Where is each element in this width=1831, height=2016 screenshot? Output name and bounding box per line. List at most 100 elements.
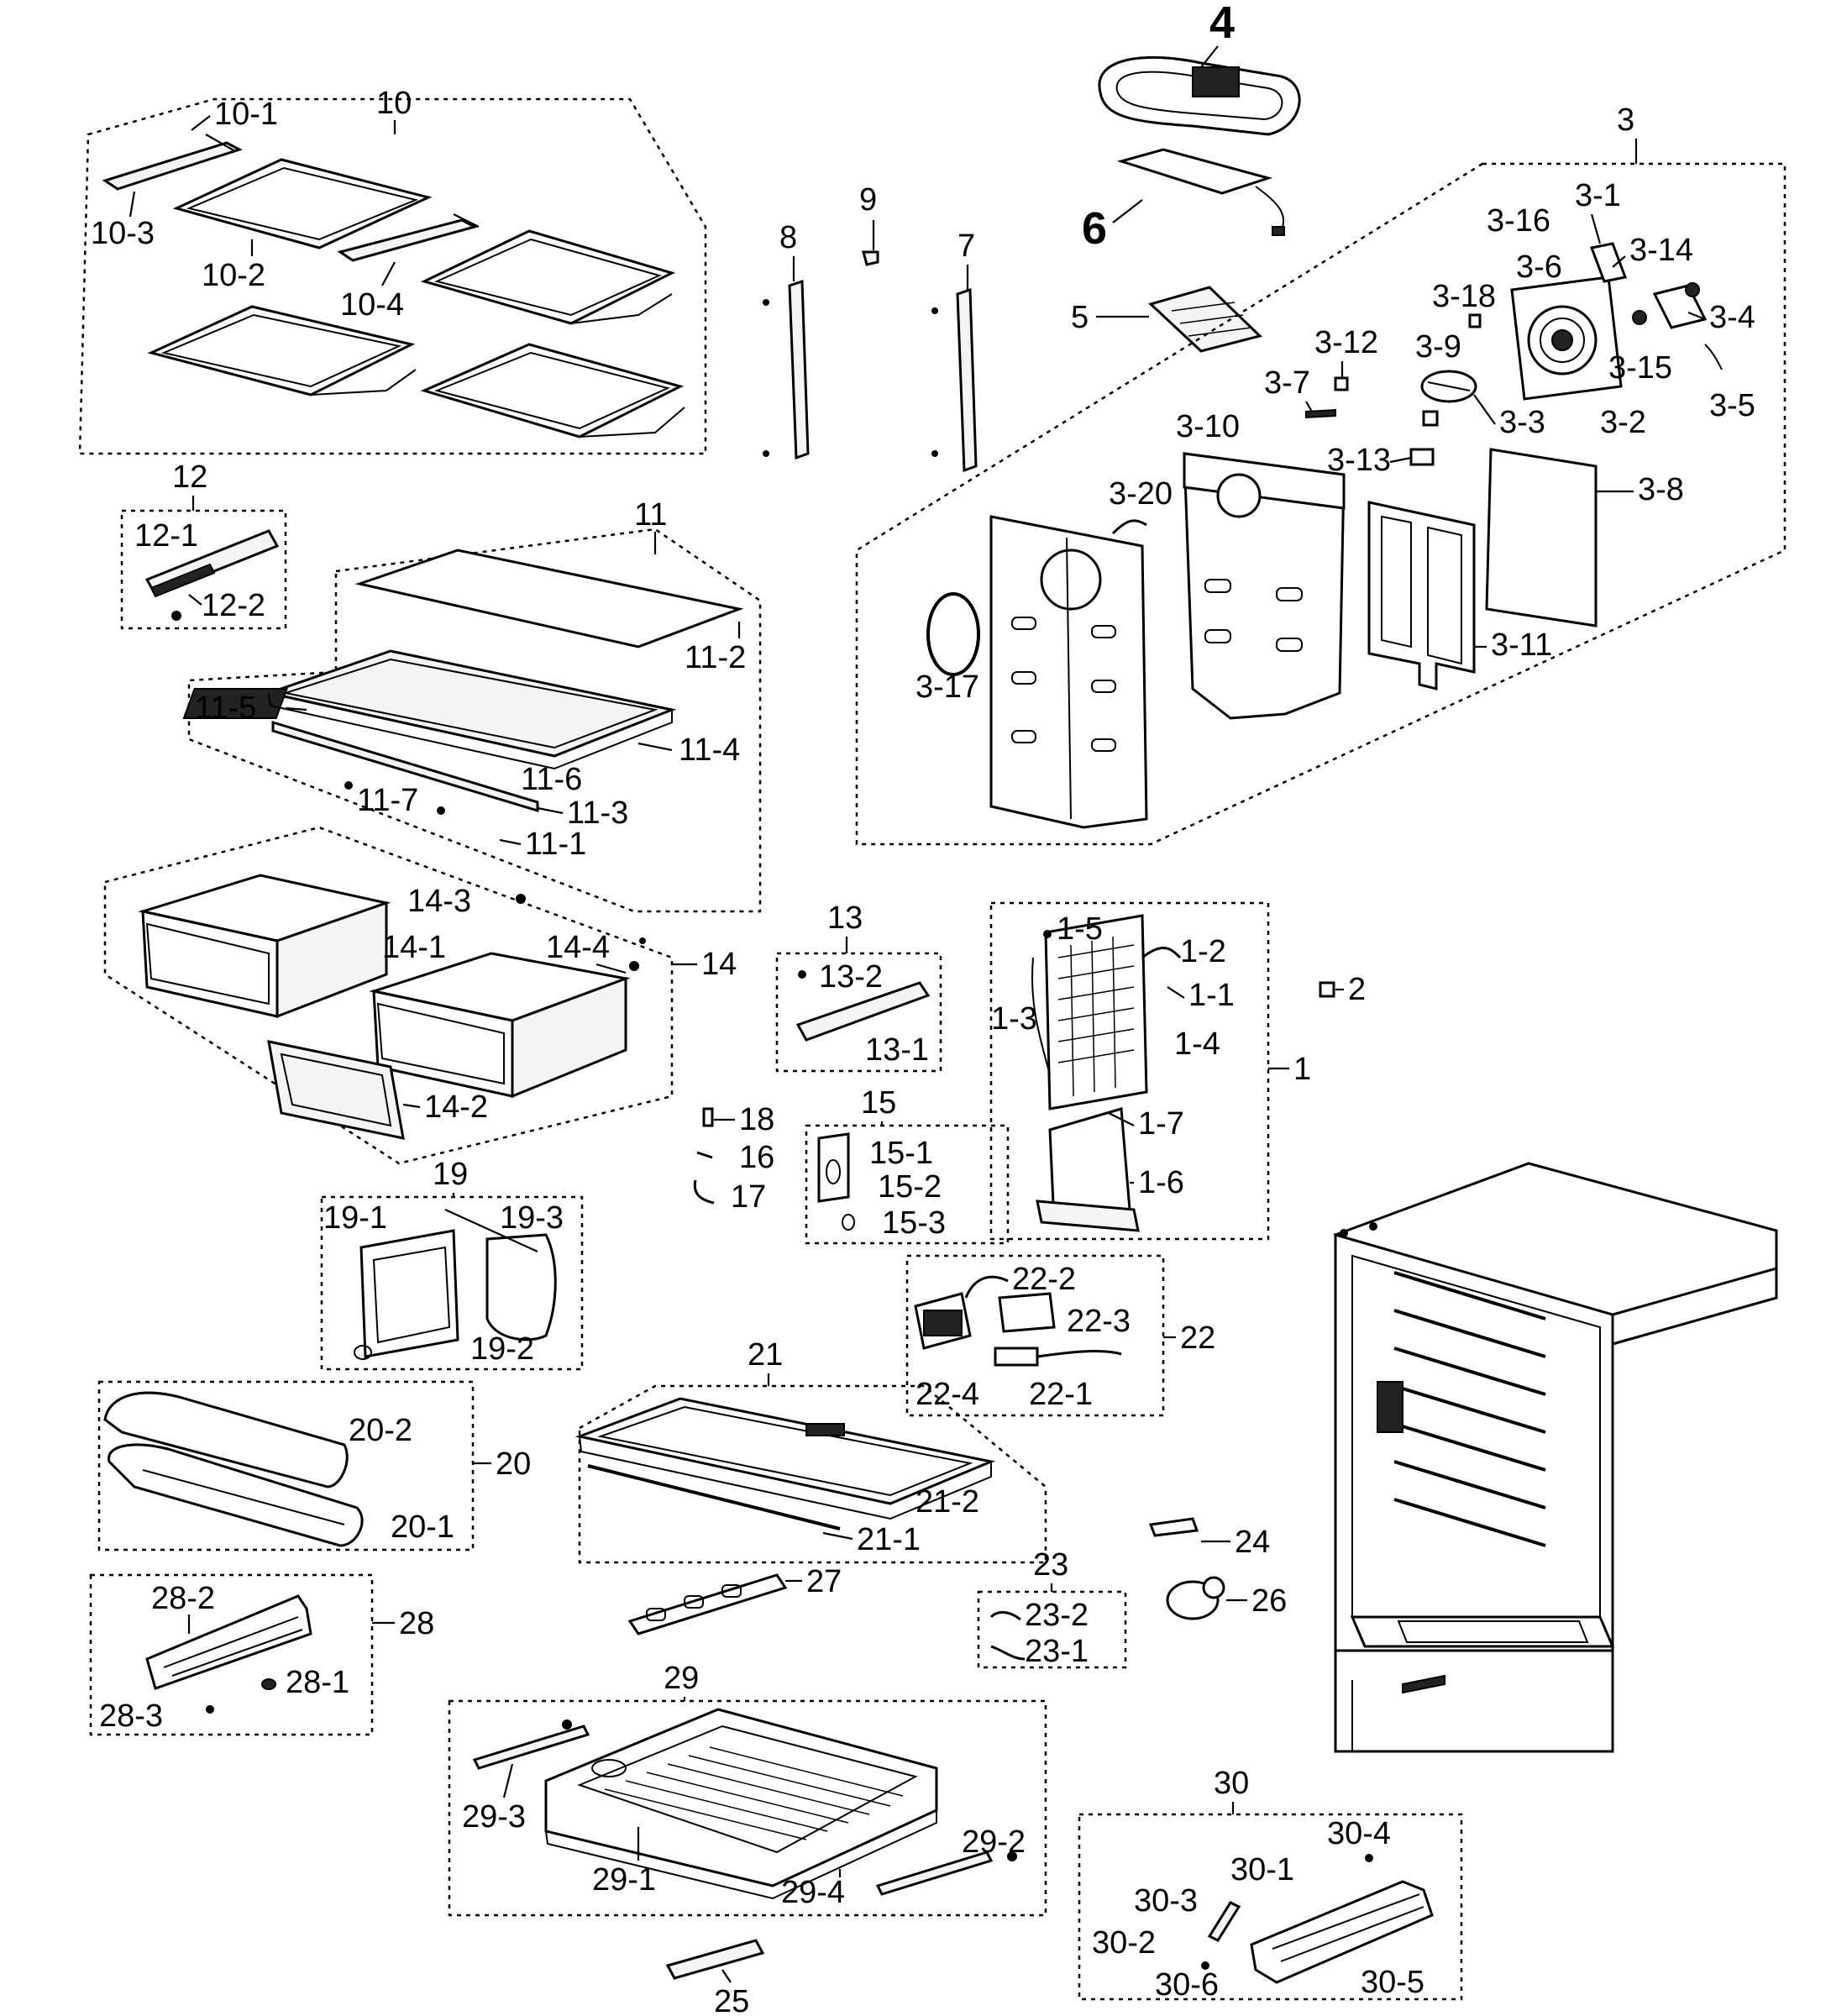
label-3-16: 3-16	[1487, 203, 1550, 239]
part-3-12-block	[1334, 376, 1349, 391]
label-17: 17	[731, 1179, 766, 1215]
part-9-clip: 9	[859, 182, 879, 266]
label-29-2: 29-2	[962, 1824, 1026, 1860]
label-29-4: 29-4	[781, 1875, 845, 1910]
label-14-1: 14-1	[382, 930, 446, 965]
label-29-3: 29-3	[462, 1799, 526, 1835]
label-19-3: 19-3	[500, 1200, 564, 1236]
part-20-1-frame	[108, 1443, 364, 1547]
label-3-12: 3-12	[1314, 325, 1378, 360]
group-30: 30 30-4 30-1 30-3 30-2 30-6 30-5	[1078, 1766, 1463, 2003]
part-30-rail	[1250, 1880, 1434, 1984]
label-30-2: 30-2	[1092, 1925, 1156, 1961]
label-14-3: 14-3	[407, 884, 471, 919]
label-11-5: 11-5	[195, 690, 256, 726]
group-22: 22-2 22-3 22 22-4 22-1	[905, 1254, 1215, 1417]
label-3-6: 3-6	[1516, 249, 1562, 285]
group-1-icemaker: 1-5 1-2 1-1 1-3 1-4 1 1-7 1-6	[989, 901, 1311, 1241]
label-10-2: 10-2	[202, 258, 265, 293]
label-27: 27	[806, 1564, 842, 1599]
label-3-7: 3-7	[1264, 365, 1310, 401]
label-3-14: 3-14	[1629, 233, 1693, 268]
part-24: 24	[1148, 1517, 1270, 1560]
label-3-13: 3-13	[1327, 443, 1391, 478]
label-22-1: 22-1	[1029, 1377, 1093, 1412]
label-1: 1	[1293, 1052, 1311, 1087]
group-11: 11 11-2 11-5 11-4 11-6 11-7 11-3 11-1	[182, 497, 762, 913]
label-19-1: 19-1	[323, 1200, 387, 1236]
label-11-7: 11-7	[357, 783, 418, 818]
part-1-6-bucket	[1036, 1107, 1140, 1232]
part-10-3-bracket	[102, 134, 243, 191]
part-11-glass-top	[354, 549, 744, 648]
label-11-4: 11-4	[679, 732, 740, 768]
part-5-heater: 5	[1071, 286, 1262, 353]
group-15: 15 15-1 15-2 15-3	[805, 1085, 1010, 1245]
group-20: 20-2 20 20-1	[97, 1380, 531, 1551]
label-22-3: 22-3	[1067, 1304, 1131, 1339]
label-6: 6	[1082, 203, 1107, 254]
label-20-2: 20-2	[349, 1413, 412, 1448]
label-15-2: 15-2	[878, 1169, 942, 1205]
label-3: 3	[1617, 102, 1634, 138]
part-8-strip: 8	[763, 220, 810, 460]
part-29-4-slide	[875, 1851, 1017, 1896]
label-13-1: 13-1	[865, 1032, 929, 1068]
part-1-1-ice-tray	[1031, 914, 1148, 1110]
part-shelf-c	[147, 305, 417, 396]
label-3-2: 3-2	[1600, 405, 1646, 440]
part-29-3-slide	[472, 1719, 590, 1770]
label-13: 13	[827, 900, 863, 936]
part-11-3-rail	[271, 720, 539, 813]
part-6-plate: 6	[1082, 148, 1285, 254]
part-13-rail	[795, 970, 931, 1042]
label-11-1: 11-1	[525, 827, 586, 862]
part-2: 2	[1319, 972, 1366, 1007]
part-19-3-duct	[485, 1233, 557, 1341]
label-12: 12	[172, 459, 207, 495]
label-15-1: 15-1	[869, 1136, 933, 1171]
label-23-1: 23-1	[1025, 1634, 1089, 1669]
part-14-1-drawer-b	[369, 952, 631, 1099]
part-3-13-block	[1409, 448, 1435, 466]
label-20-1: 20-1	[391, 1509, 454, 1545]
label-28-1: 28-1	[286, 1665, 349, 1700]
label-3-15: 3-15	[1608, 350, 1672, 386]
label-12-1: 12-1	[134, 518, 198, 554]
label-3-11: 3-11	[1491, 627, 1552, 663]
label-3-3: 3-3	[1499, 405, 1545, 440]
part-18-16-17: 18 16 17	[693, 1102, 774, 1215]
part-4-oval-frame: 4	[1098, 0, 1301, 136]
label-22-4: 22-4	[916, 1377, 979, 1412]
label-10: 10	[376, 86, 412, 121]
part-3-4-motor	[1632, 282, 1708, 329]
label-14-2: 14-2	[424, 1089, 488, 1125]
label-21: 21	[748, 1337, 783, 1373]
label-23-2: 23-2	[1025, 1598, 1089, 1633]
label-1-2: 1-2	[1180, 934, 1226, 969]
part-10-4-bracket	[337, 213, 480, 262]
part-3-11-frame	[1367, 501, 1476, 690]
label-3-20: 3-20	[1109, 476, 1173, 512]
label-14-4: 14-4	[546, 930, 610, 965]
part-3-9-block	[1422, 410, 1439, 427]
label-10-3: 10-3	[91, 216, 155, 251]
label-19-2: 19-2	[470, 1331, 534, 1367]
label-3-4: 3-4	[1709, 300, 1755, 335]
label-30-5: 30-5	[1361, 1965, 1424, 2000]
part-30-3-bracket	[1207, 1901, 1241, 1942]
label-28-3: 28-3	[99, 1698, 163, 1734]
part-27-duct: 27	[627, 1564, 842, 1635]
part-3-10-fan-cover	[1183, 452, 1346, 720]
part-26-fan-motor: 26	[1166, 1576, 1287, 1620]
part-22-4-box	[914, 1292, 972, 1350]
label-21-1: 21-1	[857, 1522, 921, 1557]
part-22-1-sensor	[994, 1347, 1122, 1367]
group-12: 12 12-1 12-2	[120, 459, 287, 630]
group-19: 19 19-1 19-3 19-2	[320, 1157, 584, 1371]
group-28: 28-2 28 28-1 28-3	[89, 1573, 434, 1736]
cabinet-body	[1333, 1162, 1778, 1753]
label-3-9: 3-9	[1415, 329, 1461, 365]
label-10-4: 10-4	[340, 287, 404, 323]
